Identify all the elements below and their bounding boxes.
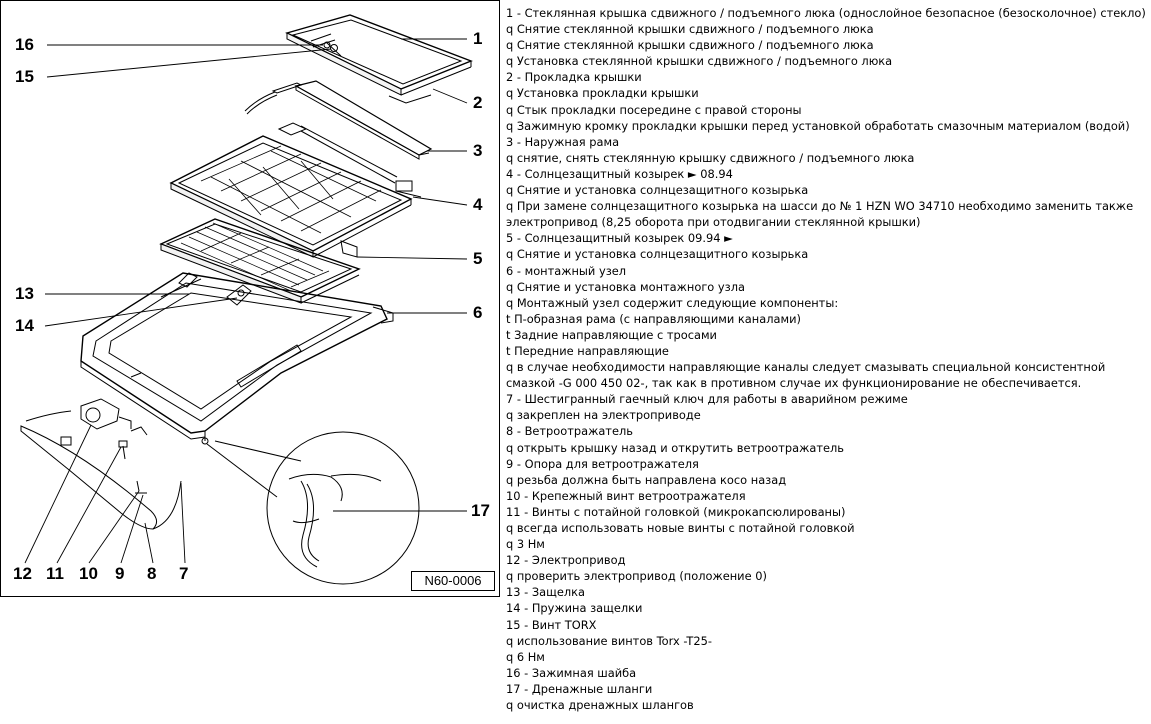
legend-line: q 6 Нм [506,649,545,664]
legend-line: q снятие, снять стеклянную крышку сдвижн… [506,150,915,165]
legend-line: 13 - Защелка [506,585,586,600]
callout-3: 3 [473,141,483,160]
callout-10: 10 [79,564,98,583]
legend-line: 7 - Шестигранный гаечный ключ для работы… [506,392,908,407]
callout-8: 8 [147,564,157,583]
legend-line: q Установка прокладки крышки [506,86,699,101]
outer-frame [277,80,433,184]
callout-5: 5 [473,249,483,268]
legend-line: q Снятие стеклянной крышки сдвижного / п… [506,38,874,53]
legend-line: q 3 Нм [506,537,545,552]
callout-15: 15 [15,67,34,86]
callout-13: 13 [15,284,34,303]
legend-line: 9 - Опора для ветроотражателя [506,456,699,471]
legend-line: q При замене солнцезащитного козырька на… [506,199,1134,230]
legend-line: q в случае необходимости направляющие ка… [506,360,1106,391]
callout-7: 7 [179,564,189,583]
motor-and-deflector [20,398,182,530]
sunshade-08-94 [169,135,422,258]
callout-4: 4 [473,195,483,214]
legend-line: 10 - Крепежный винт ветроотражателя [506,488,746,503]
callout-11: 11 [46,564,64,583]
legend-line: 3 - Наружная рама [506,134,620,149]
legend-line: 11 - Винты с потайной головкой (микрокап… [506,504,846,519]
parts-legend: 1 - Стеклянная крышка сдвижного / подъем… [506,5,1146,713]
legend-line: 12 - Электропривод [506,553,626,568]
legend-line: 1 - Стеклянная крышка сдвижного / подъем… [506,6,1146,20]
callout-9: 9 [115,564,125,583]
mounting-frame [80,272,394,445]
legend-line: q Снятие и установка солнцезащитного коз… [506,183,809,198]
legend-line: q Стык прокладки посередине с правой сто… [506,102,802,117]
legend-line: q Установка стеклянной крышки сдвижного … [506,54,893,69]
exploded-diagram: 16 15 13 14 1 2 3 4 5 6 17 12 11 10 9 8 … [0,0,500,597]
legend-line: t Задние направляющие с тросами [506,327,717,342]
legend-line: 8 - Ветроотражатель [506,424,633,439]
legend-line: 14 - Пружина защелки [506,601,643,616]
legend-line: q проверить электропривод (положение 0) [506,569,767,584]
legend-line: t П-образная рама (с направляющими канал… [506,311,801,326]
legend-line: q Снятие и установка солнцезащитного коз… [506,247,809,262]
legend-line: q Снятие и установка монтажного узла [506,279,745,294]
callout-1: 1 [473,29,483,48]
callout-17: 17 [471,501,490,520]
legend-line: 17 - Дренажные шланги [506,681,653,696]
legend-line: q всегда использовать новые винты с пота… [506,521,855,535]
legend-line: q резьба должна быть направлена косо наз… [506,472,787,487]
legend-line: q использование винтов Torx -T25- [506,633,712,648]
legend-line: 15 - Винт TORX [506,617,597,632]
legend-line: 4 - Солнцезащитный козырек ► 08.94 [506,166,733,181]
legend-line: q Монтажный узел содержит следующие комп… [506,295,839,310]
callout-2: 2 [473,93,483,112]
legend-line: 5 - Солнцезащитный козырек 09.94 ► [506,231,733,246]
legend-line: q очистка дренажных шлангов [506,698,694,713]
callout-12: 12 [13,564,32,583]
leader-lines [24,38,468,564]
legend-line: 2 - Прокладка крышки [506,70,642,85]
legend-line: q закреплен на электроприводе [506,408,701,423]
callout-6: 6 [473,303,483,322]
legend-line: q Зажимную кромку прокладки крышки перед… [506,118,1130,133]
legend-line: 6 - монтажный узел [506,263,627,278]
figure-id-label: N60-0006 [411,571,495,591]
callout-14: 14 [15,316,34,335]
drain-hose-detail [206,431,420,585]
glass-lid [285,14,473,96]
legend-line: q открыть крышку назад и открутить ветро… [506,440,844,455]
legend-line: t Передние направляющие [506,343,669,358]
exploded-view-drawing [20,14,473,585]
legend-line: q Снятие стеклянной крышки сдвижного / п… [506,22,874,37]
legend-line: 16 - Зажимная шайба [506,665,637,680]
callout-16: 16 [15,35,34,54]
